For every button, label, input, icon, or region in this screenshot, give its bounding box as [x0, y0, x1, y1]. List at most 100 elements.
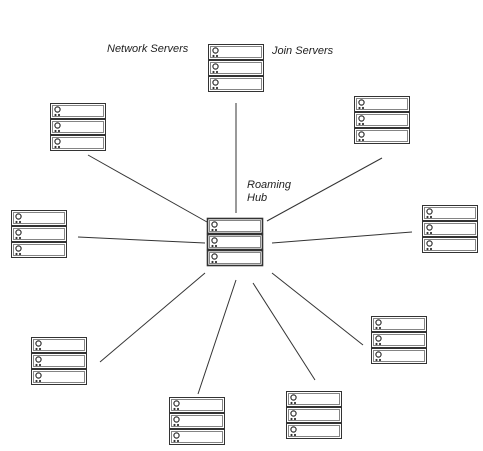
server-unit: [371, 348, 427, 364]
status-led-icon: [211, 228, 214, 232]
status-led-icon: [358, 106, 361, 110]
status-led-icon: [35, 363, 38, 367]
server-unit: [50, 119, 106, 135]
power-button-icon: [211, 237, 218, 244]
power-button-icon: [173, 432, 180, 439]
server-unit: [208, 60, 264, 76]
status-led-icon: [173, 407, 176, 411]
server-unit: [11, 210, 67, 226]
power-button-icon: [212, 79, 219, 86]
power-button-icon: [173, 400, 180, 407]
power-button-icon: [426, 224, 433, 231]
status-led-icon: [176, 439, 180, 443]
status-led-icon: [426, 231, 429, 235]
status-led-icon: [15, 236, 18, 240]
roaming-hub-label: Roaming Hub: [247, 179, 291, 205]
lower-left-server-stack: [31, 337, 87, 385]
status-led-icon: [429, 247, 433, 251]
status-led-icon: [173, 439, 176, 443]
left-server-stack: [11, 210, 67, 258]
server-unit: [169, 413, 225, 429]
server-unit: [208, 76, 264, 92]
status-led-icon: [378, 358, 382, 362]
server-unit: [422, 221, 478, 237]
status-led-icon: [38, 379, 42, 383]
connector-line: [271, 231, 413, 244]
server-unit: [208, 44, 264, 60]
server-unit: [206, 217, 264, 235]
status-led-icon: [361, 138, 365, 142]
status-led-icon: [361, 122, 365, 126]
power-button-icon: [358, 99, 365, 106]
power-button-icon: [211, 253, 218, 260]
status-led-icon: [35, 347, 38, 351]
lower-right-server-stack: [371, 316, 427, 364]
power-button-icon: [15, 213, 22, 220]
status-led-icon: [361, 106, 365, 110]
status-led-icon: [358, 122, 361, 126]
status-led-icon: [214, 260, 218, 264]
power-button-icon: [290, 410, 297, 417]
status-led-icon: [426, 215, 429, 219]
status-led-icon: [212, 54, 215, 58]
server-unit: [206, 249, 264, 267]
status-led-icon: [375, 342, 378, 346]
server-unit: [50, 135, 106, 151]
status-led-icon: [176, 407, 180, 411]
power-button-icon: [173, 416, 180, 423]
server-unit: [169, 397, 225, 413]
status-led-icon: [35, 379, 38, 383]
status-led-icon: [54, 129, 57, 133]
status-led-icon: [429, 231, 433, 235]
power-button-icon: [54, 138, 61, 145]
power-button-icon: [375, 335, 382, 342]
connector-line: [252, 282, 316, 381]
status-led-icon: [176, 423, 180, 427]
status-led-icon: [54, 113, 57, 117]
power-button-icon: [211, 221, 218, 228]
join-servers-label: Join Servers: [272, 45, 334, 57]
power-button-icon: [358, 131, 365, 138]
power-button-icon: [35, 356, 42, 363]
power-button-icon: [15, 245, 22, 252]
status-led-icon: [215, 70, 219, 74]
server-unit: [371, 332, 427, 348]
power-button-icon: [375, 351, 382, 358]
status-led-icon: [214, 228, 218, 232]
power-button-icon: [35, 340, 42, 347]
status-led-icon: [293, 417, 297, 421]
status-led-icon: [57, 113, 61, 117]
server-unit: [354, 128, 410, 144]
server-unit: [31, 337, 87, 353]
power-button-icon: [54, 122, 61, 129]
power-button-icon: [290, 426, 297, 433]
status-led-icon: [214, 244, 218, 248]
power-button-icon: [212, 63, 219, 70]
server-unit: [31, 353, 87, 369]
status-led-icon: [290, 401, 293, 405]
status-led-icon: [57, 145, 61, 149]
server-unit: [422, 205, 478, 221]
power-button-icon: [212, 47, 219, 54]
bottom-right-server-stack: [286, 391, 342, 439]
roaming-hub-label-line1: Roaming: [247, 179, 292, 191]
status-led-icon: [15, 252, 18, 256]
bottom-left-server-stack: [169, 397, 225, 445]
server-unit: [286, 423, 342, 439]
upper-right-server-stack: [354, 96, 410, 144]
server-unit: [354, 96, 410, 112]
status-led-icon: [378, 326, 382, 330]
status-led-icon: [38, 347, 42, 351]
server-unit: [169, 429, 225, 445]
server-unit: [31, 369, 87, 385]
power-button-icon: [54, 106, 61, 113]
status-led-icon: [57, 129, 61, 133]
server-unit: [286, 391, 342, 407]
server-unit: [206, 233, 264, 251]
server-unit: [11, 242, 67, 258]
status-led-icon: [215, 54, 219, 58]
server-unit: [354, 112, 410, 128]
status-led-icon: [38, 363, 42, 367]
power-button-icon: [426, 240, 433, 247]
